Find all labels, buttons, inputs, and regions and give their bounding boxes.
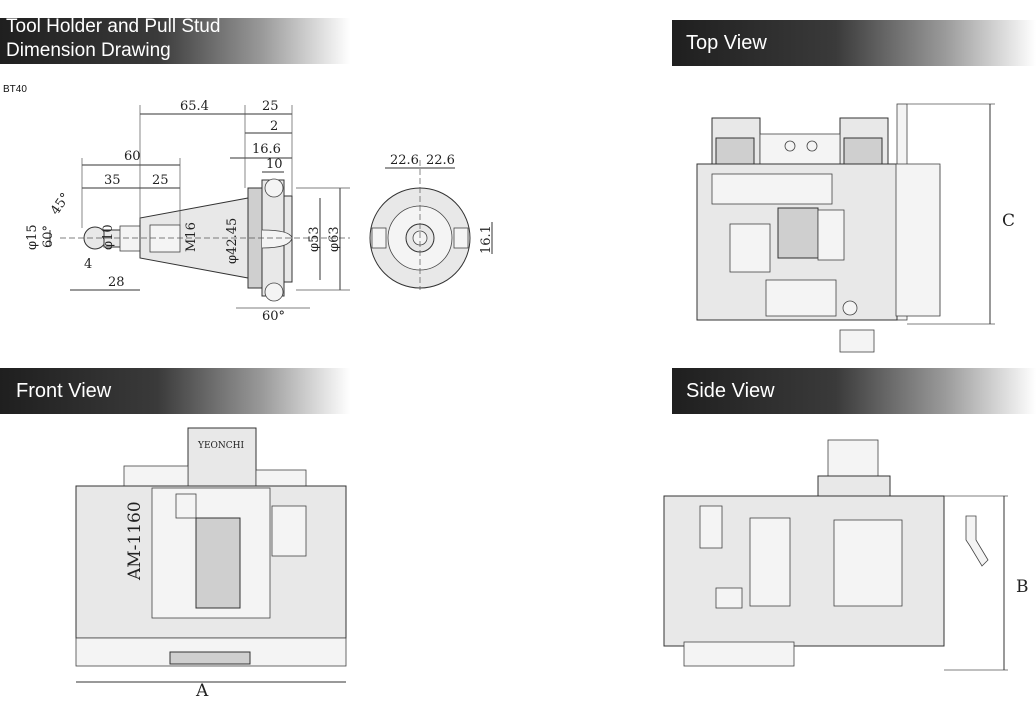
dim-m16: M16 [184,222,199,252]
tool-holder-header: Tool Holder and Pull Stud Dimension Draw… [0,16,350,64]
bt40-label: BT40 [3,84,27,95]
dim-2: 2 [270,119,278,134]
tool-holder-drawing: 65.4 25 2 16.6 10 60 35 25 45° φ15 60° φ… [25,99,494,324]
dim-65-4: 65.4 [180,99,209,114]
drive-key-top [264,178,284,198]
dim-25: 25 [152,173,169,188]
dim-phi-42-45: φ42.45 [225,218,240,264]
dim-35: 35 [104,173,121,188]
dim-phi-63: φ63 [327,226,342,252]
dim-4: 4 [84,257,92,272]
dim-28: 28 [108,275,125,290]
dim-b: B [1016,577,1029,597]
front-view-column [187,427,257,489]
dim-c: C [1002,211,1015,231]
dim-a: A [195,681,209,701]
dim-60: 60 [124,149,141,164]
dim-60-deg: 60° [41,225,56,248]
front-view-drawing: YEONCHI AM-1160 A [75,427,347,701]
side-view-header: Side View [672,368,1036,414]
side-view-title: Side View [686,380,775,402]
top-view-drawing: C [696,103,1015,353]
dim-16-1: 16.1 [479,225,494,254]
front-view-header: Front View [0,368,350,414]
dim-60-deg-bottom: 60° [262,309,285,324]
dim-phi-10: φ10 [101,224,116,250]
front-brand: YEONCHI [197,441,244,451]
tool-holder-title-line2: Dimension Drawing [6,40,171,61]
dim-25-top: 25 [262,99,279,114]
dim-22-6-right: 22.6 [426,153,455,168]
dim-16-6: 16.6 [252,142,281,157]
drive-key-bottom [264,282,284,302]
dim-10-top: 10 [266,157,283,172]
dim-22-6-left: 22.6 [390,153,419,168]
dim-phi-53: φ53 [307,226,322,252]
tool-holder-title-line1: Tool Holder and Pull Stud [6,16,221,37]
top-view-header: Top View [672,20,1036,66]
dim-phi-15: φ15 [25,224,40,250]
side-view-drawing: B [663,439,1029,671]
front-view-title: Front View [16,380,112,402]
top-view-title: Top View [686,32,767,54]
model-label: AM-1160 [125,501,145,581]
dim-45-deg: 45° [48,190,74,217]
